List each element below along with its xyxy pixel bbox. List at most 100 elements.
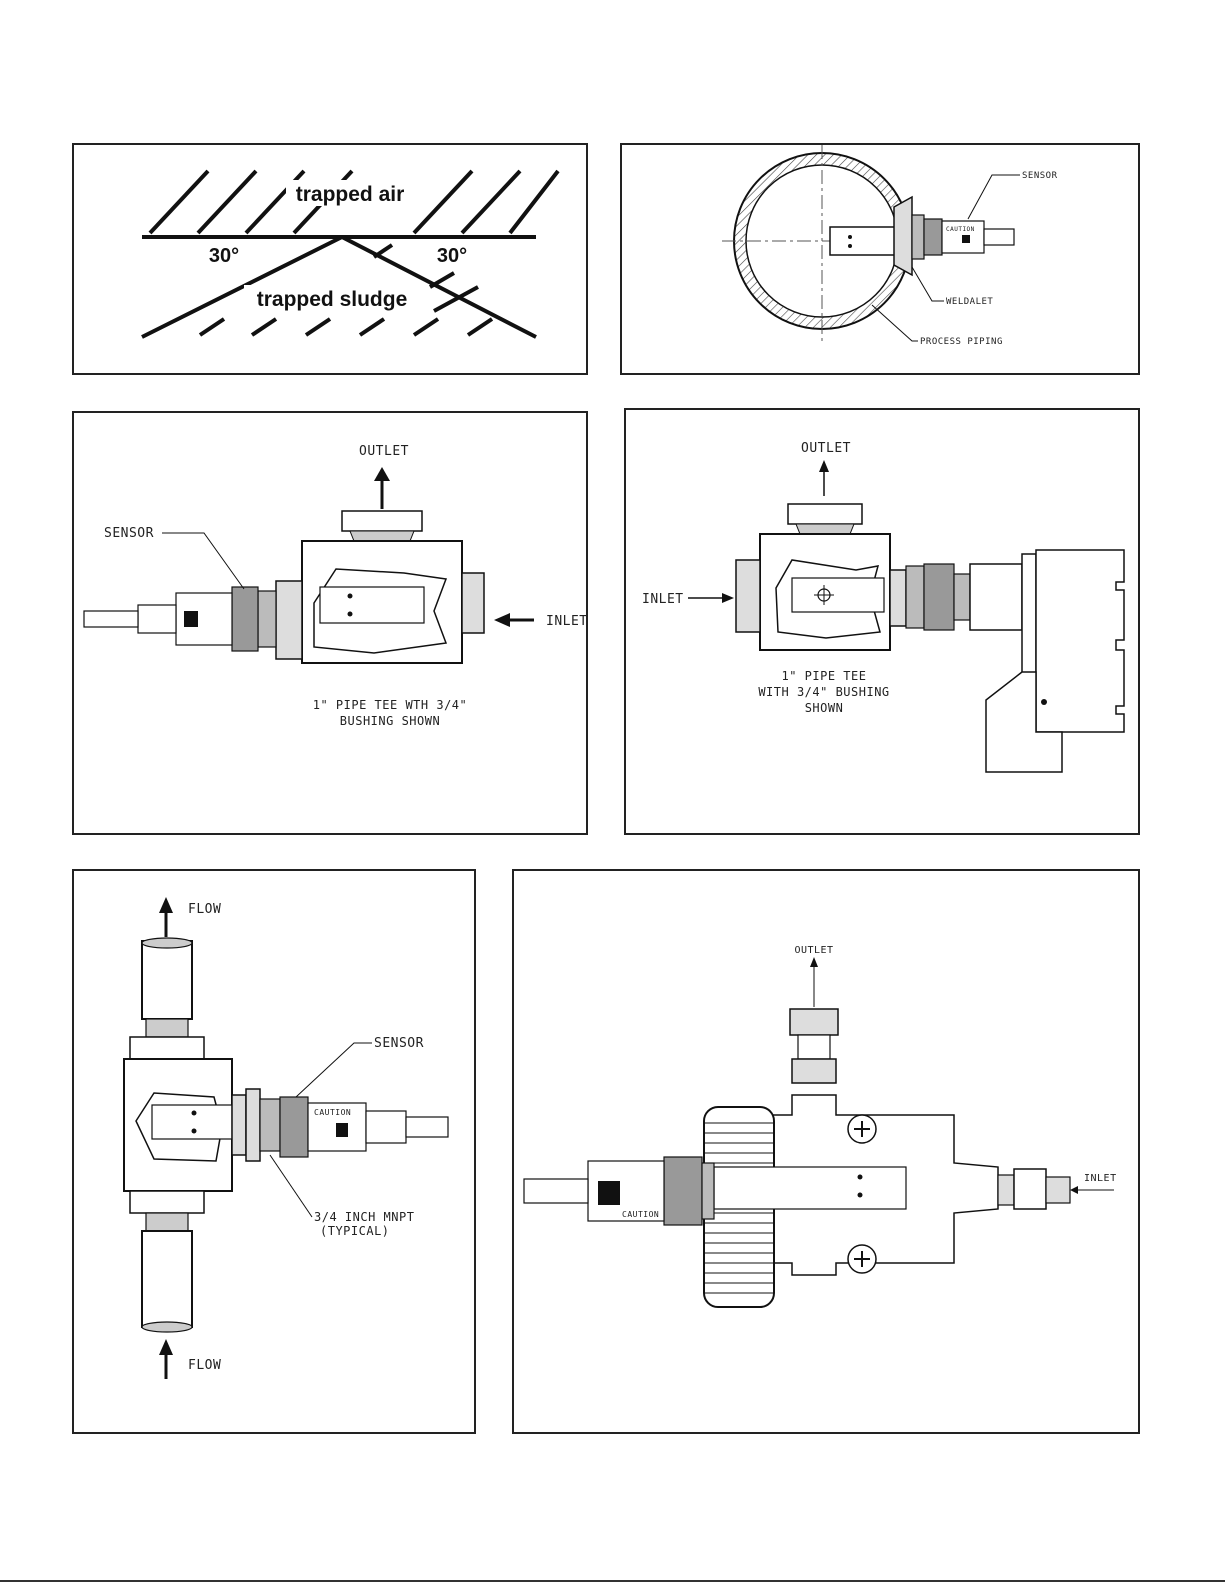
inlet-label: INLET (642, 592, 684, 607)
mnpt-leader (270, 1155, 312, 1217)
sensor-tip-inside (152, 1105, 232, 1139)
inlet-nut (1014, 1169, 1046, 1209)
sensor-cable (524, 1179, 588, 1203)
flow-top-arrow-head (159, 897, 173, 913)
top-cap (788, 504, 862, 524)
pipe-tee-diagram-1: OUTLET INLET SENSOR 1" PIPE TEE WTH 3/4"… (74, 413, 586, 833)
panel-weldalet-mount: CAUTION SENSOR WELDALET PROCESS PIPING (620, 143, 1140, 375)
bushing (232, 1095, 246, 1155)
outlet-label: OUTLET (801, 441, 851, 456)
sensor-tip-inside (320, 587, 424, 623)
flow-cell-diagram: OUTLET (514, 871, 1138, 1432)
bushing (890, 570, 906, 626)
inlet-arrow-head (494, 613, 510, 627)
flow-bottom-arrow-head (159, 1339, 173, 1355)
note-line-1: 1" PIPE TEE (782, 669, 867, 683)
trapped-sludge-label: trapped sludge (257, 288, 408, 311)
sensor-tip-inside (792, 578, 884, 612)
bushing-nut (906, 566, 924, 628)
sensor-leader (162, 533, 244, 589)
trapped-air-label: trapped air (296, 183, 405, 206)
sensor-caution-mark (184, 611, 198, 627)
sensor-cable-end (406, 1117, 448, 1137)
sensor-hex (924, 219, 942, 255)
vertical-tee-diagram: FLOW FLOW CAUTION SENSOR 3/4 INCH (74, 871, 474, 1432)
top-pipe (142, 941, 192, 1019)
sensor-thread (912, 215, 924, 259)
outlet-arrow-head (819, 460, 829, 472)
top-thread (350, 531, 414, 541)
angles-diagram: trapped air trapped sludge 30° 30° (74, 145, 586, 373)
panel-installation-angles: trapped air trapped sludge 30° 30° (72, 143, 588, 375)
sensor-leader (968, 175, 1020, 219)
sensor-label: SENSOR (374, 1036, 424, 1051)
angle-right-label: 30° (437, 245, 467, 267)
flow-bottom-label: FLOW (188, 1358, 221, 1373)
note-line-1: 1" PIPE TEE WTH 3/4" (313, 698, 468, 712)
sensor-label: SENSOR (104, 526, 154, 541)
outlet-nut (790, 1009, 838, 1035)
sensor-label: SENSOR (1022, 171, 1058, 181)
pipe-tee-diagram-2: OUTLET INLET 1" PIPE TEE WITH 3/4" BUSHI… (626, 410, 1138, 833)
inlet-fitting (462, 573, 484, 633)
page-bottom-rule (0, 1580, 1225, 1582)
bottom-pipe (142, 1231, 192, 1327)
top-thread (796, 524, 854, 534)
sensor-hex (280, 1097, 308, 1157)
sensor-neck (138, 605, 176, 633)
angle-left-label: 30° (209, 245, 239, 267)
flow-top-label: FLOW (188, 902, 221, 917)
panel-pipe-tee-transmitter: OUTLET INLET 1" PIPE TEE WITH 3/4" BUSHI… (624, 408, 1140, 835)
weldalet-label: WELDALET (946, 297, 993, 307)
top-thread (146, 1019, 188, 1037)
housing-neck (970, 564, 1022, 630)
bottom-coupling (130, 1191, 204, 1213)
outlet-fitting (792, 1059, 836, 1083)
bottom-thread (146, 1213, 188, 1231)
top-coupling (130, 1037, 204, 1059)
outlet-label: OUTLET (359, 444, 409, 459)
outlet-ferrule (798, 1035, 830, 1059)
inlet-arrow-head (722, 593, 734, 603)
note-line-2: WITH 3/4" BUSHING (758, 685, 889, 699)
sensor-thread (260, 1099, 280, 1151)
sensor-probe (714, 1167, 906, 1209)
panel-flow-cell: OUTLET (512, 869, 1140, 1434)
inlet-label: INLET (546, 614, 586, 629)
sensor-hex (232, 587, 258, 651)
weldalet-diagram: CAUTION SENSOR WELDALET PROCESS PIPING (622, 145, 1138, 373)
process-piping-label: PROCESS PIPING (920, 337, 1003, 347)
inlet-label: INLET (1084, 1173, 1117, 1184)
piping-leader (872, 305, 918, 341)
inlet-ferrule (998, 1175, 1014, 1205)
mnpt-line-2: (TYPICAL) (320, 1224, 390, 1238)
mnpt-line-1: 3/4 INCH MNPT (314, 1210, 414, 1224)
panel-vertical-flow-tee: FLOW FLOW CAUTION SENSOR 3/4 INCH (72, 869, 476, 1434)
sensor-neck (366, 1111, 406, 1143)
weldalet-leader (912, 267, 944, 301)
sensor-cable-end (84, 611, 138, 627)
transmitter-housing (1036, 550, 1124, 732)
sensor-leader (296, 1043, 372, 1097)
note-line-2: BUSHING SHOWN (340, 714, 440, 728)
sensor-thread (954, 574, 970, 620)
sensor-caution-text: CAUTION (314, 1108, 351, 1117)
sensor-caution-text: CAUTION (946, 226, 975, 233)
bushing (276, 581, 302, 659)
panel-pipe-tee-horizontal: OUTLET INLET SENSOR 1" PIPE TEE WTH 3/4"… (72, 411, 588, 835)
inlet-arrow-head (1070, 1186, 1078, 1194)
sensor-thread (702, 1163, 714, 1219)
sensor-caution-mark (598, 1181, 620, 1205)
top-cap (342, 511, 422, 531)
sensor-hex (924, 564, 954, 630)
sensor-cable (984, 229, 1014, 245)
inlet-fitting (736, 560, 760, 632)
outlet-label: OUTLET (794, 945, 833, 956)
sensor-hex (664, 1157, 702, 1225)
weldalet-body (894, 197, 912, 275)
housing-screw (1041, 699, 1047, 705)
inlet-tube (1046, 1177, 1070, 1203)
note-line-3: SHOWN (805, 701, 844, 715)
outlet-arrow-head (810, 957, 818, 967)
bushing-thread (258, 591, 276, 647)
